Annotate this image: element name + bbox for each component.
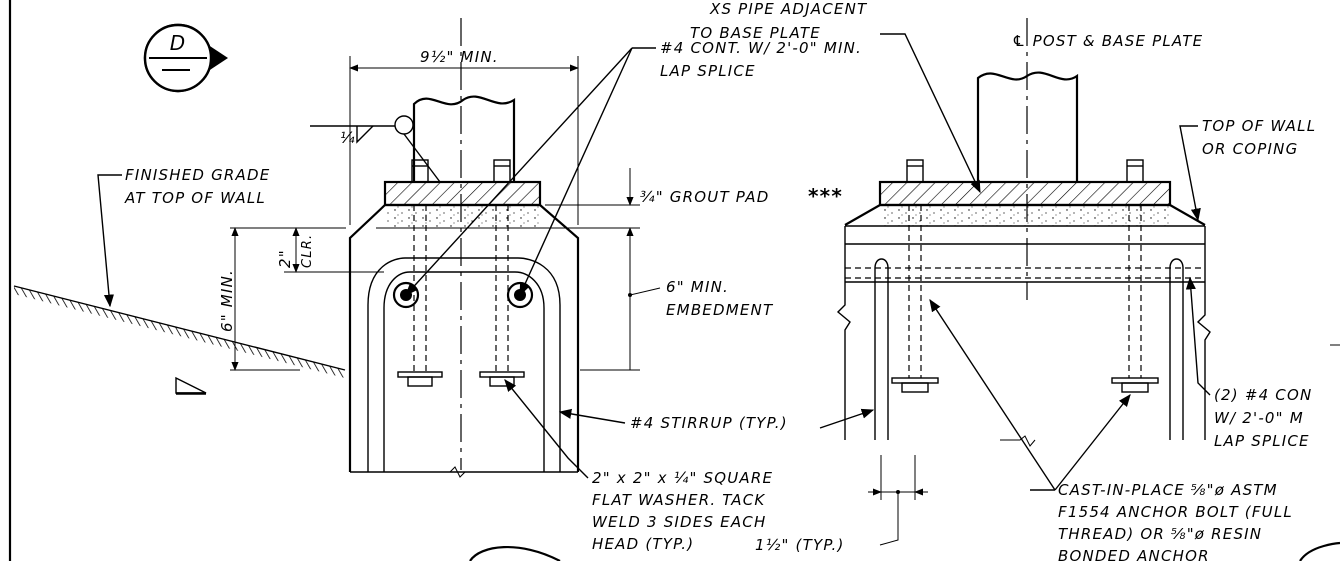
anchor-line2: F1554 ANCHOR BOLT (FULL <box>1058 503 1293 521</box>
grade-line2: AT TOP OF WALL <box>124 189 266 207</box>
callout-cont-bars: (2) #4 CON W/ 2'-0" M LAP SPLICE <box>1185 276 1340 450</box>
finished-grade: FINISHED GRADE AT TOP OF WALL <box>13 166 346 395</box>
dim-grout-pad: ¾" GROUT PAD *** <box>545 168 843 371</box>
callout-pipe: XS PIPE ADJACENT TO BASE PLATE <box>690 0 981 194</box>
callout-anchor: CAST-IN-PLACE ⅝"ø ASTM F1554 ANCHOR BOLT… <box>929 298 1293 561</box>
left-stirrup <box>367 257 561 472</box>
washer-line3: WELD 3 SIDES EACH <box>592 513 766 531</box>
left-grout-fill <box>386 206 540 228</box>
dim-clearance-note: CLR. <box>300 234 315 268</box>
grout-pad-label: ¾" GROUT PAD <box>640 188 769 206</box>
anchor-line4: BONDED ANCHOR <box>1058 547 1210 561</box>
dim-plate-width: 9½" MIN. <box>349 48 579 225</box>
embedment-line1: 6" MIN. <box>666 278 729 296</box>
next-section-marker-right <box>1299 541 1340 561</box>
right-anchor-bolts <box>891 159 1159 393</box>
washer-line4: HEAD (TYP.) <box>592 535 694 553</box>
top-of-wall-line2: OR COPING <box>1202 140 1298 158</box>
right-stirrup-legs <box>874 258 1184 440</box>
spacing-label: 1½" (TYP.) <box>755 536 845 554</box>
section-marker-letter: D <box>170 31 187 55</box>
next-section-marker <box>469 545 561 561</box>
centerline-label: ℄ POST & BASE PLATE <box>1012 32 1203 50</box>
cont-bars-line1: (2) #4 CON <box>1214 386 1312 404</box>
left-section-view: ¼ 9½" MIN. 6" MIN. 2" CLR. <box>13 18 862 561</box>
dim-embed-min: 6" MIN. <box>218 227 346 371</box>
cont-bar-line1: #4 CONT. W/ 2'-0" MIN. <box>660 39 862 57</box>
right-elevation-view: XS PIPE ADJACENT TO BASE PLATE ℄ POST & … <box>690 0 1340 561</box>
cont-bars-line3: LAP SPLICE <box>1214 432 1310 450</box>
stirrup-label: #4 STIRRUP (TYP.) <box>630 414 788 432</box>
pipe-line2: TO BASE PLATE <box>690 24 821 42</box>
washer-line2: FLAT WASHER. TACK <box>592 491 765 509</box>
cont-bar-line2: LAP SPLICE <box>660 62 756 80</box>
weld-symbol: ¼ <box>310 115 441 183</box>
left-base-plate <box>383 180 542 207</box>
left-post-pipe <box>412 95 516 182</box>
pipe-line1: XS PIPE ADJACENT <box>709 0 868 18</box>
dim-clearance: 2" CLR. <box>276 227 384 273</box>
anchor-line1: CAST-IN-PLACE ⅝"ø ASTM <box>1058 481 1278 499</box>
callout-top-of-wall: TOP OF WALL OR COPING <box>1179 117 1316 222</box>
dim-clearance-value: 2" <box>276 249 294 268</box>
right-post-pipe <box>976 71 1079 182</box>
dim-spacing: 1½" (TYP.) <box>755 455 928 554</box>
grout-note-mark: *** <box>808 184 843 208</box>
top-of-wall-line1: TOP OF WALL <box>1202 117 1316 135</box>
callout-cont-bar: #4 CONT. W/ 2'-0" MIN. LAP SPLICE <box>405 39 862 297</box>
washer-line1: 2" x 2" x ¼" SQUARE <box>592 469 773 487</box>
right-base-plate <box>878 180 1172 207</box>
callout-embedment: 6" MIN. EMBEDMENT <box>628 278 774 319</box>
cont-bars-line2: W/ 2'-0" M <box>1214 409 1304 427</box>
left-cont-bars <box>392 281 534 309</box>
embedment-line2: EMBEDMENT <box>666 301 774 319</box>
dim-plate-width-label: 9½" MIN. <box>420 48 499 66</box>
weld-size: ¼ <box>340 129 356 147</box>
dim-embed-min-label: 6" MIN. <box>218 269 236 332</box>
callout-washer: 2" x 2" x ¼" SQUARE FLAT WASHER. TACK WE… <box>504 379 773 553</box>
grade-line1: FINISHED GRADE <box>125 166 270 184</box>
anchor-line3: THREAD) OR ⅝"ø RESIN <box>1058 525 1262 543</box>
section-marker: D <box>143 23 228 93</box>
callout-stirrup: #4 STIRRUP (TYP.) <box>558 408 788 432</box>
